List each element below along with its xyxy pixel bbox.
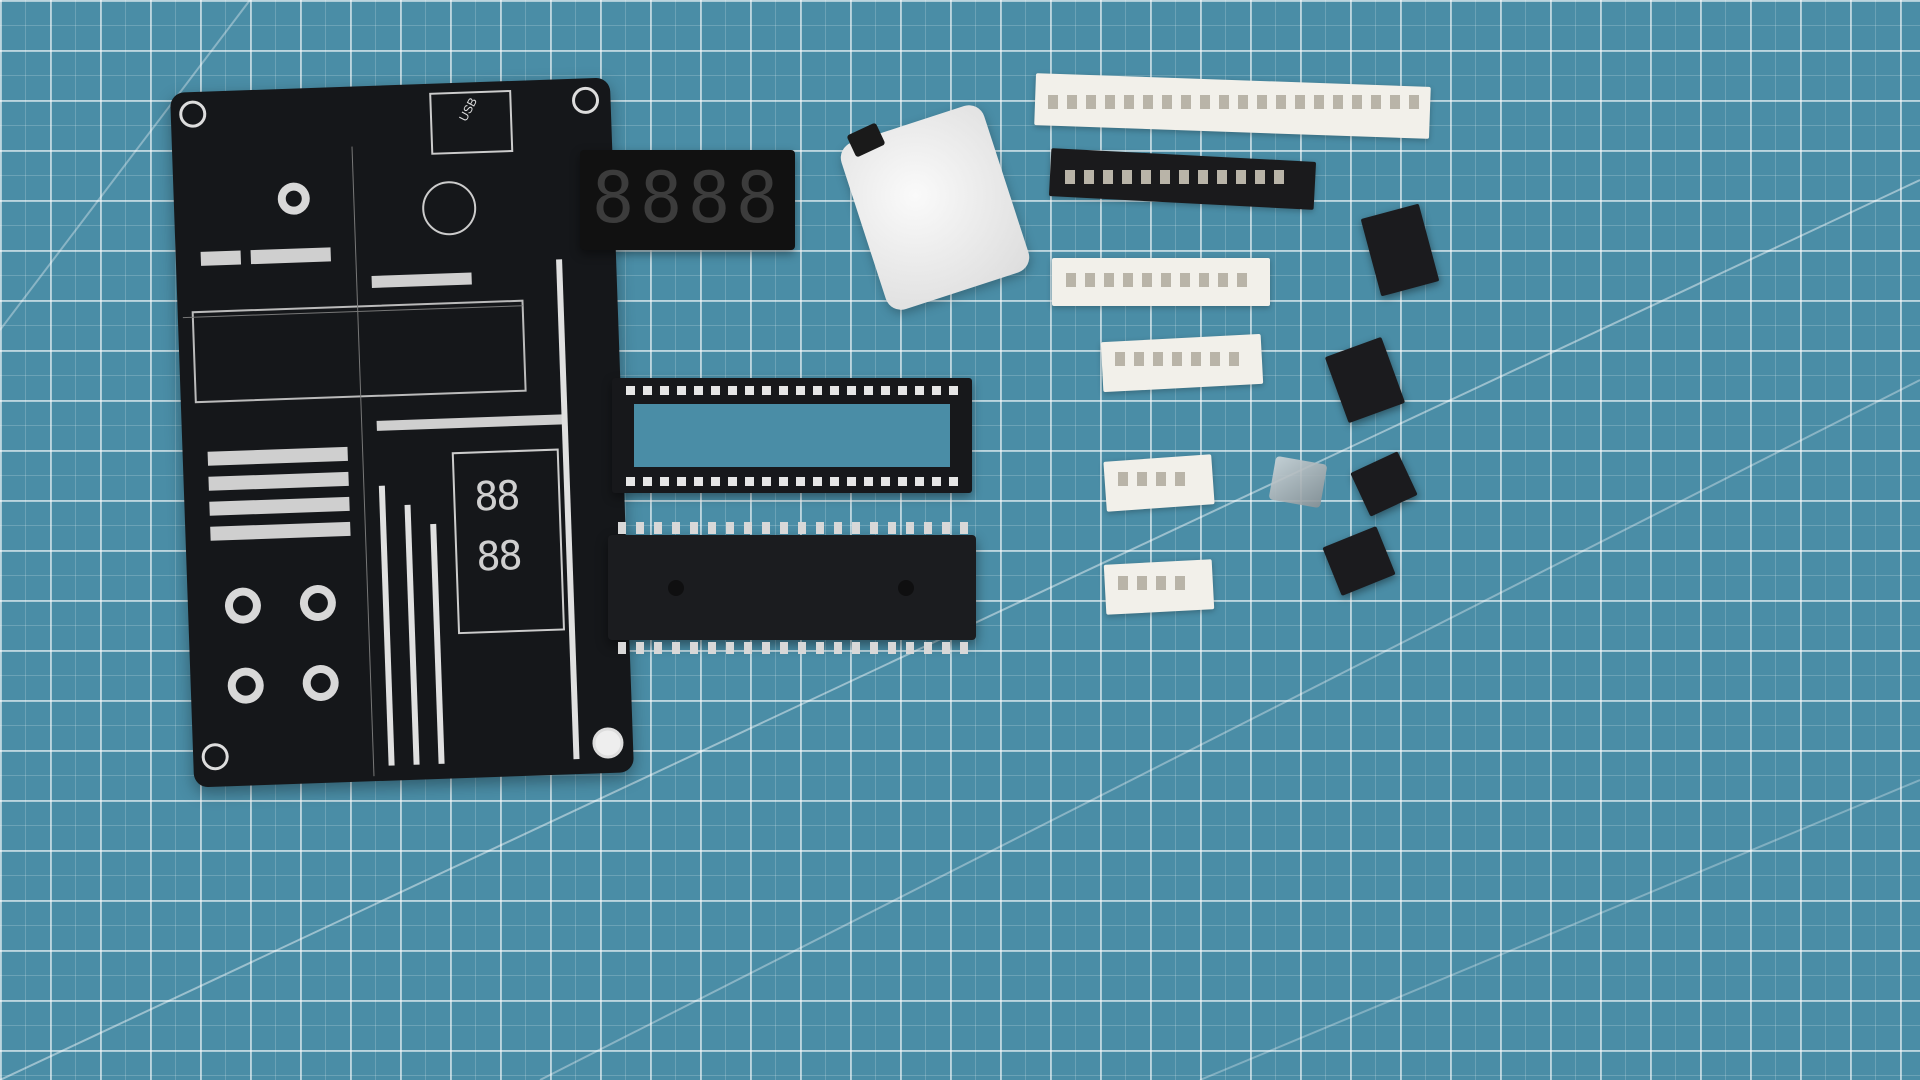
dip40-microcontroller <box>608 535 976 640</box>
pcb-silkscreen <box>179 86 624 777</box>
mcu-marker-dot <box>668 580 684 596</box>
display-digit-3: 8 <box>688 157 731 239</box>
display-digit-1: 8 <box>592 157 635 239</box>
crystal-component <box>1268 455 1328 509</box>
ic-socket <box>612 378 972 493</box>
seven-segment-display: 8 8 8 8 <box>580 150 795 250</box>
display-digit-2: 8 <box>640 157 683 239</box>
mcu-marker-dot <box>898 580 914 596</box>
pcb-board: 8 8 8 8 USB <box>170 77 634 788</box>
ic-socket-pins <box>626 386 958 486</box>
mcu-pins <box>618 522 968 654</box>
display-digit-4: 8 <box>736 157 779 239</box>
ic-socket-opening <box>634 404 950 467</box>
